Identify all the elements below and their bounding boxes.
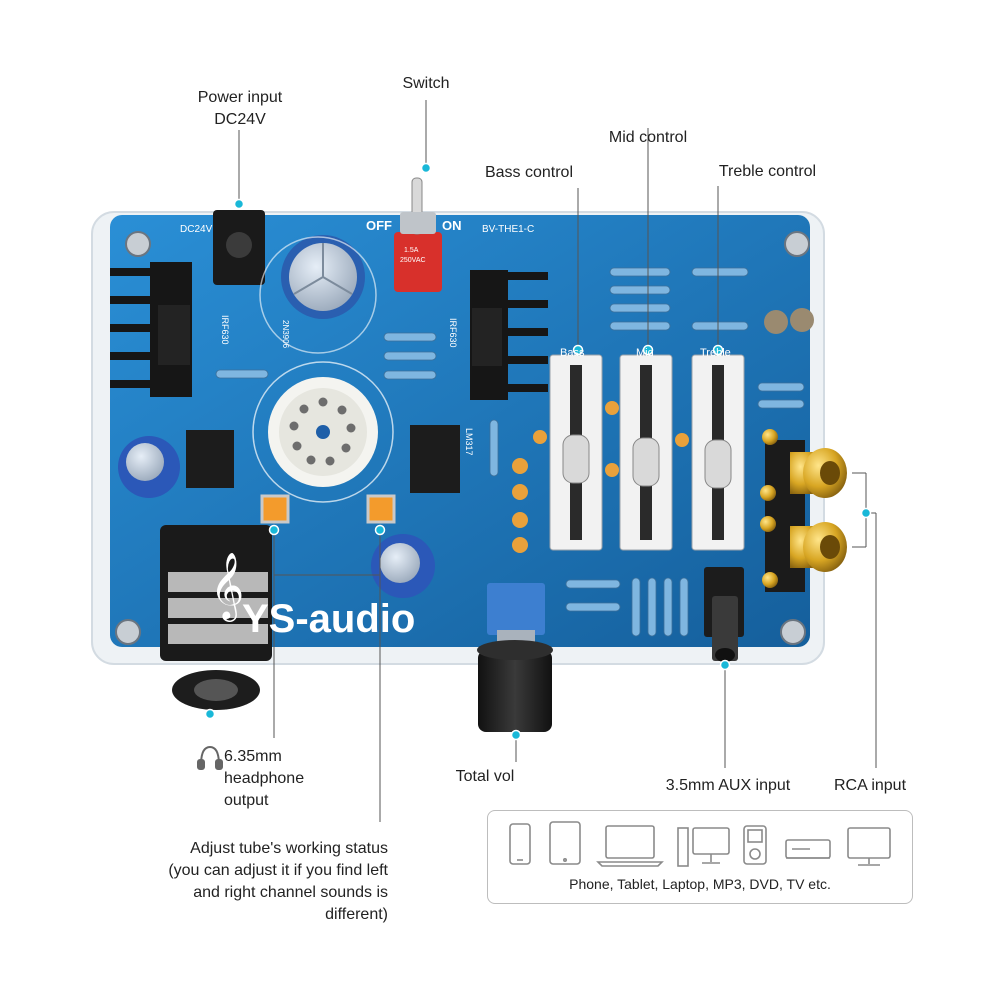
mosfet-left [158,305,190,365]
silk-mosfet-right: IRF630 [448,318,458,348]
silk-dc: DC24V [180,224,213,235]
adjust-tube-label: Adjust tube's working status (you can ad… [168,840,388,923]
headphone-jack [160,525,272,710]
bass-control-label: Bass control [484,164,574,181]
silk-model: BV-THE1-C [482,224,534,235]
slider-pot-treble [691,354,745,551]
desktop-icon [677,827,730,867]
silk-on: ON [442,218,462,233]
silk-regulator: LM317 [464,428,474,456]
resistor-array [215,267,805,612]
slider-pot-bass [549,354,603,551]
vertical-resistors [489,419,689,637]
trimmer-left [260,494,290,524]
device-icons-row [509,821,891,867]
laptop-icon [596,825,664,867]
rca-input-label: RCA input [833,777,907,794]
mosfet-right [472,308,502,366]
dvd-player-icon [785,839,831,859]
treble-control-label: Treble control [718,163,817,180]
filter-capacitor-top [281,235,365,319]
silk-mid: Mid [636,347,654,359]
total-vol-label: Total vol [455,768,515,785]
slider-pot-mid [619,354,673,551]
switch-rating-1: 1.5A [404,247,419,254]
compatible-devices-panel: Phone, Tablet, Laptop, MP3, DVD, TV etc. [487,810,913,904]
regulator-left [186,430,234,488]
regulator-lm317 [410,425,460,493]
phone-icon [509,823,531,865]
tv-icon [847,827,891,866]
switch-rating-2: 250VAC [400,257,426,264]
tablet-icon [549,821,581,865]
headphone-output-label: 6.35mm headphone output [224,748,305,809]
aux-input-label: 3.5mm AUX input [665,777,791,794]
silk-treble: Treble [700,347,731,359]
toggle-switch [394,177,442,292]
music-clef-icon: 𝄞 [210,551,244,622]
small-capacitors-right [764,308,814,334]
volume-pot [477,583,553,732]
corner-screws [115,231,810,645]
silk-bass: Bass [560,347,585,359]
trimmer-right [366,494,396,524]
ceramic-capacitors [512,401,689,553]
silk-off: OFF [366,218,392,233]
mp3-player-icon [743,825,767,865]
silk-transistor: 2N3906 [281,320,290,349]
tube-socket [252,361,394,503]
switch-label: Switch [402,75,450,92]
capacitor-left [118,436,180,498]
capacitor-bottom [371,534,435,598]
aux-jack [704,567,744,662]
brand-logo: YS-audio [242,597,415,641]
callout-dots [204,162,872,741]
devices-caption: Phone, Tablet, Laptop, MP3, DVD, TV etc. [569,876,831,892]
mid-control-label: Mid control [608,129,688,146]
power-input-label: Power input DC24V [197,89,283,128]
rca-jacks [760,429,847,592]
headphone-icon [197,745,223,770]
silk-mosfet-left: IRF630 [220,315,230,345]
